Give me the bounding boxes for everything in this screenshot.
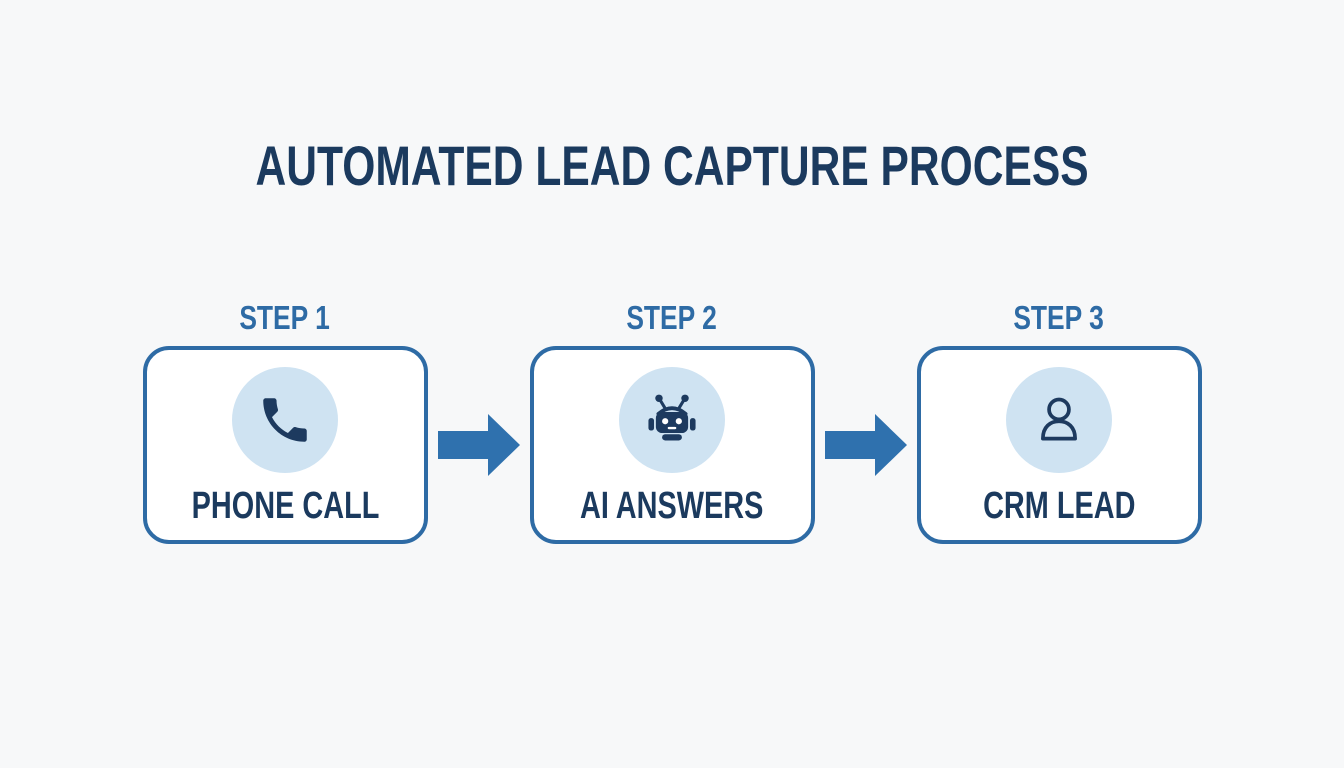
step-3-name: CRM LEAD: [982, 485, 1136, 527]
step-3-label: STEP 3: [1013, 299, 1105, 336]
step-1-card: PHONE CALL: [142, 346, 428, 544]
process-flow: STEP 1 PHONE CALL STEP 2: [0, 300, 1344, 544]
step-3-icon-circle: [1006, 367, 1112, 473]
step-2-label: STEP 2: [626, 299, 718, 336]
arrow-right-icon: [824, 414, 907, 476]
robot-icon: [641, 389, 703, 451]
person-icon: [1028, 389, 1090, 451]
page-title: AUTOMATED LEAD CAPTURE PROCESS: [0, 138, 1344, 194]
arrow-right-icon: [437, 414, 520, 476]
page-title-text: AUTOMATED LEAD CAPTURE PROCESS: [255, 134, 1089, 197]
step-3: STEP 3 CRM LEAD: [916, 300, 1202, 544]
step-2-icon-circle: [619, 367, 725, 473]
step-1: STEP 1 PHONE CALL: [142, 300, 428, 544]
step-1-label: STEP 1: [239, 299, 331, 336]
step-2-card: AI ANSWERS: [529, 346, 815, 544]
step-2-name: AI ANSWERS: [580, 485, 764, 527]
step-3-card: CRM LEAD: [916, 346, 1202, 544]
step-2: STEP 2: [529, 300, 815, 544]
phone-icon: [256, 391, 314, 449]
step-1-name: PHONE CALL: [191, 485, 379, 527]
step-1-icon-circle: [232, 367, 338, 473]
